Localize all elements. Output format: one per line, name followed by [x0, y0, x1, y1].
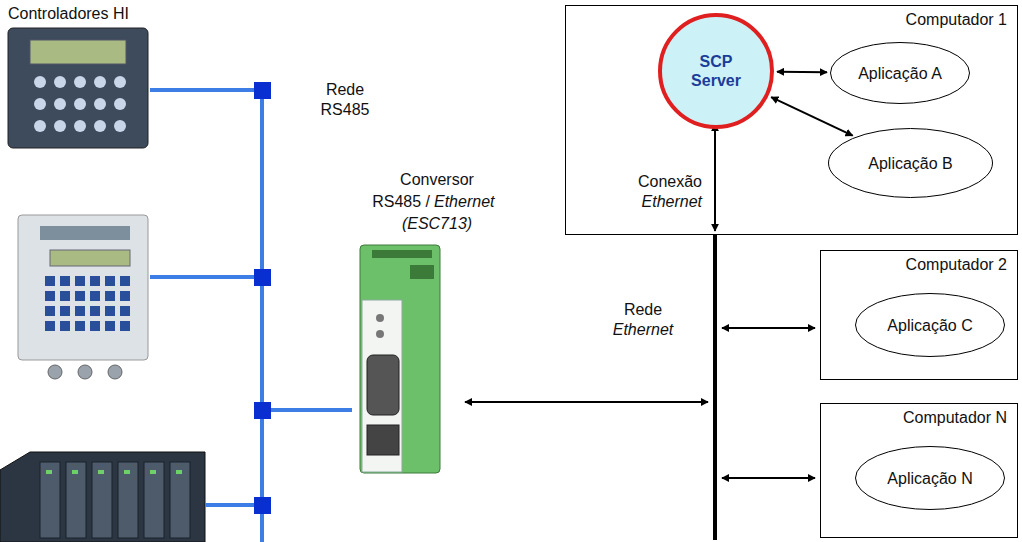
connection-label: Ethernet	[590, 192, 702, 212]
ellipse-outline	[856, 294, 1005, 357]
ellipse-outline	[829, 129, 993, 198]
converter-device	[360, 245, 440, 473]
computer-box: Computador 2 Aplicação C	[820, 250, 1018, 380]
controller-rack	[0, 452, 205, 542]
node-text: Aplicação C	[887, 316, 972, 335]
computer-box: Computador N Aplicação N	[820, 403, 1018, 538]
network-label: Rede RS485	[315, 80, 375, 120]
network-label: Rede	[608, 300, 678, 320]
computer-box: Computador 1 SCP Server Aplicação A Aplicaç…	[565, 5, 1018, 235]
application-ellipse: Aplicação A	[830, 42, 970, 104]
connector-arrow	[771, 97, 853, 136]
group-label: Controladores HI	[8, 4, 208, 24]
node-text: Aplicação A	[858, 64, 942, 83]
ethernet-network	[465, 124, 815, 540]
application-ellipse: Aplicação N	[855, 446, 1005, 510]
ellipse-outline	[856, 447, 1005, 510]
ellipse-outline	[658, 13, 774, 129]
connection-label: Conexão	[590, 172, 702, 192]
server-circle: SCP Server	[658, 13, 774, 129]
application-ellipse: Aplicação C	[855, 293, 1005, 357]
device-label: Conversor	[377, 170, 497, 190]
ellipse-outline	[660, 15, 772, 127]
application-ellipse: Aplicação B	[828, 128, 993, 198]
node-text: Aplicação B	[868, 154, 953, 173]
node-text: SCP Server	[681, 52, 751, 90]
node-heading: Computador N	[903, 409, 1007, 427]
ellipse-outline	[831, 43, 970, 104]
node-heading: Computador 1	[906, 11, 1007, 29]
network-label: Ethernet	[598, 320, 688, 340]
device-label: RS485 /	[330, 192, 430, 212]
connector-arrow	[777, 71, 827, 74]
device-label: Ethernet	[434, 192, 524, 212]
node-heading: Computador 2	[906, 256, 1007, 274]
device-label: (ESC713)	[377, 214, 497, 234]
controller-panel	[8, 28, 148, 148]
controller-box	[18, 215, 148, 379]
rs485-bus	[150, 82, 352, 542]
node-text: Aplicação N	[887, 469, 972, 488]
